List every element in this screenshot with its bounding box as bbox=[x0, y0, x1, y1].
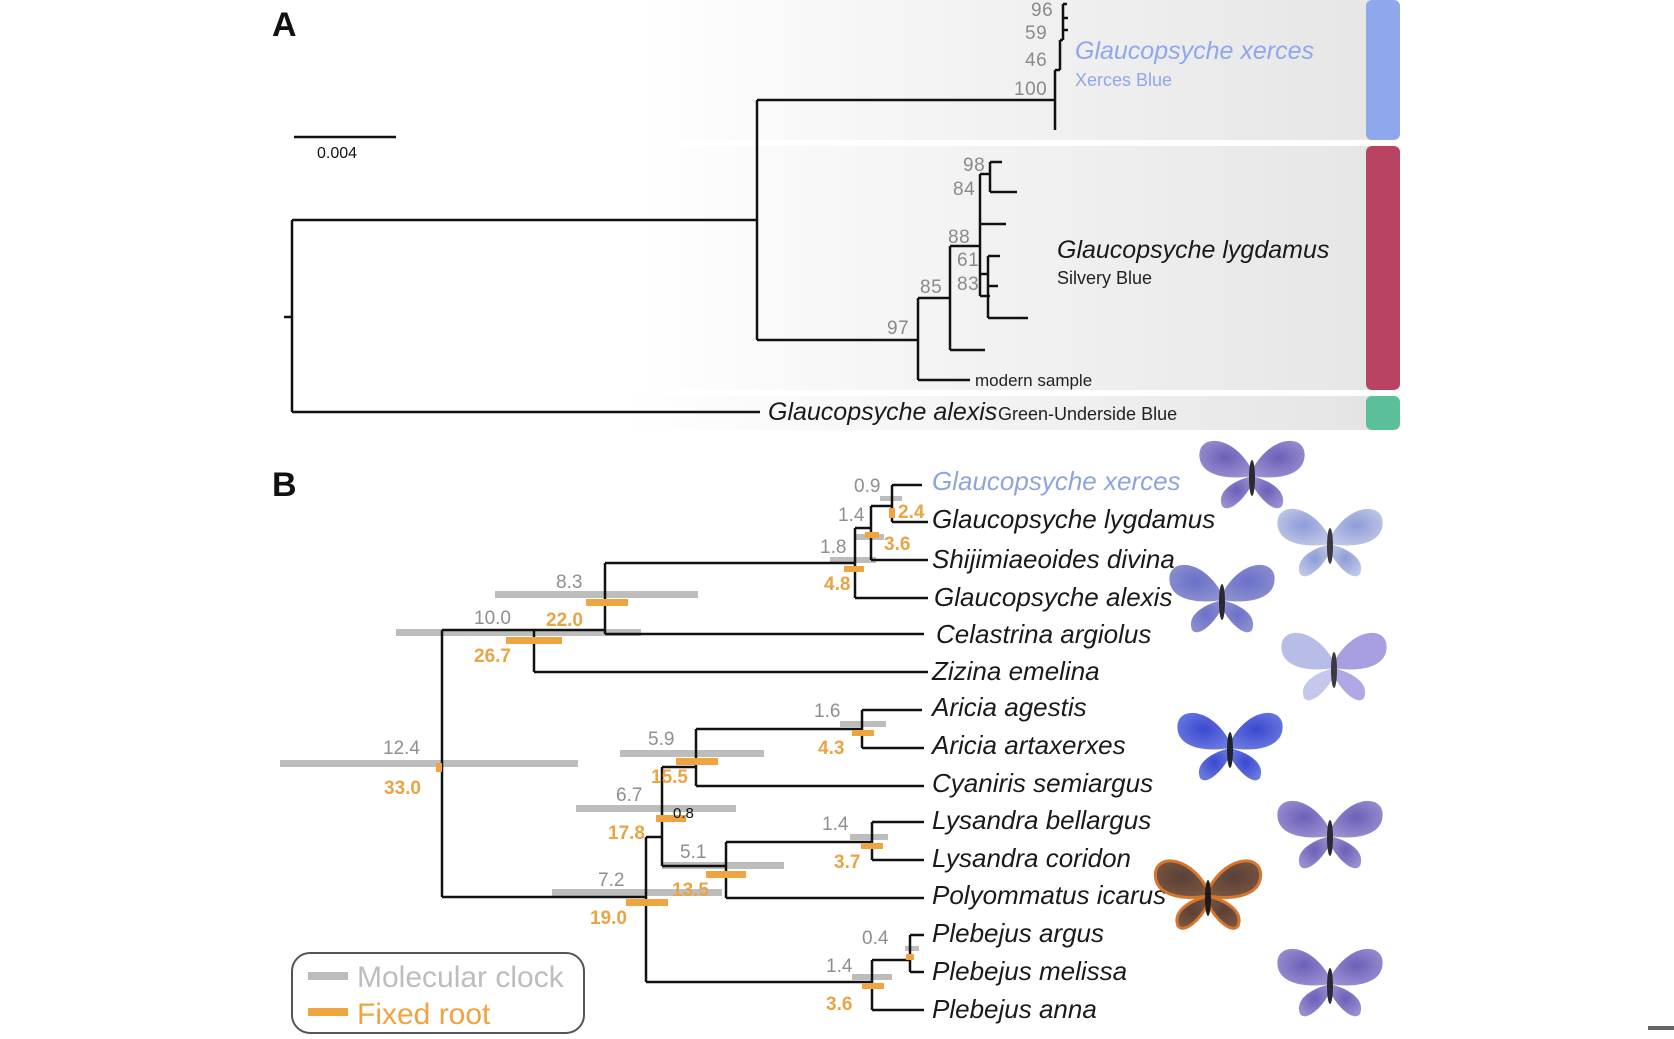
support-96: 96 bbox=[1031, 0, 1053, 21]
corner-mark bbox=[1648, 1026, 1674, 1030]
root-age-n4: 22.0 bbox=[546, 610, 583, 631]
root-age-n14: 3.6 bbox=[826, 994, 852, 1015]
root-age-n3: 4.8 bbox=[824, 574, 850, 595]
butterfly-icon-celastrina bbox=[1281, 632, 1387, 701]
butterfly-icon-plebejus bbox=[1277, 948, 1383, 1017]
xerces-common-label: Xerces Blue bbox=[1075, 70, 1172, 90]
xerces-species-label: Glaucopsyche xerces bbox=[1075, 37, 1314, 65]
taxon-label-13: Plebejus melissa bbox=[932, 956, 1127, 986]
taxon-label-8: Cyaniris semiargus bbox=[932, 768, 1153, 798]
scale-label: 0.004 bbox=[317, 145, 357, 162]
modern-sample-label: modern sample bbox=[975, 371, 1092, 390]
panel-b-letter: B bbox=[272, 466, 297, 504]
clock-age-n4: 8.3 bbox=[556, 572, 582, 593]
taxon-label-3: Glaucopsyche alexis bbox=[934, 582, 1172, 612]
clock-age-n9: 6.7 bbox=[616, 785, 642, 806]
support-59: 59 bbox=[1025, 23, 1047, 44]
tree-b-branches bbox=[440, 483, 928, 1012]
support-83: 83 bbox=[957, 274, 979, 295]
legend-clock-label: Molecular clock bbox=[357, 961, 565, 994]
butterfly-icons bbox=[1153, 440, 1387, 1017]
legend-root-label: Fixed root bbox=[357, 998, 491, 1031]
clock-age-n12: 7.2 bbox=[598, 870, 624, 891]
butterfly-icon-polyommatus bbox=[1153, 859, 1263, 930]
support-97: 97 bbox=[887, 318, 909, 339]
taxon-label-9: Lysandra bellargus bbox=[932, 805, 1151, 835]
butterfly-icon-xerces bbox=[1199, 440, 1305, 509]
clock-age-n5: 10.0 bbox=[474, 608, 511, 629]
taxon-label-7: Aricia artaxerxes bbox=[930, 730, 1126, 760]
support-88: 88 bbox=[948, 227, 970, 248]
support-100: 100 bbox=[1014, 79, 1047, 100]
taxon-label-11: Polyommatus icarus bbox=[932, 880, 1166, 910]
root-age-n5: 26.7 bbox=[474, 646, 511, 667]
alexis-species-label: Glaucopsyche alexis bbox=[768, 398, 997, 426]
legend-root-swatch bbox=[308, 1008, 348, 1016]
support-85: 85 bbox=[920, 277, 942, 298]
butterfly-icon-aricia bbox=[1177, 712, 1283, 781]
taxon-label-5: Zizina emelina bbox=[931, 656, 1100, 686]
root-age-n6: 33.0 bbox=[384, 778, 421, 799]
clock-age-n14: 1.4 bbox=[826, 956, 853, 977]
clock-age-n3: 1.8 bbox=[820, 537, 846, 558]
clock-age-n11: 5.1 bbox=[680, 842, 706, 863]
taxon-label-1: Glaucopsyche lygdamus bbox=[932, 504, 1215, 534]
taxon-label-10: Lysandra coridon bbox=[932, 843, 1131, 873]
support-note: 0.8 bbox=[673, 805, 694, 822]
taxon-label-4: Celastrina argiolus bbox=[936, 619, 1151, 649]
root-age-n11: 13.5 bbox=[672, 880, 709, 901]
root-age-n1: 2.4 bbox=[898, 502, 925, 523]
root-age-n2: 3.6 bbox=[884, 534, 910, 555]
butterfly-icon-divina bbox=[1169, 564, 1275, 633]
lygdamus-species-label: Glaucopsyche lygdamus bbox=[1057, 236, 1329, 264]
clock-age-n10: 1.4 bbox=[822, 814, 849, 835]
root-bars bbox=[436, 508, 914, 989]
clock-age-n1: 0.9 bbox=[854, 476, 880, 497]
lygdamus-band bbox=[640, 146, 1372, 390]
root-age-n12: 19.0 bbox=[590, 908, 627, 929]
butterfly-icon-lygdamus bbox=[1277, 508, 1383, 577]
lygdamus-common-label: Silvery Blue bbox=[1057, 268, 1152, 288]
support-46: 46 bbox=[1025, 50, 1047, 71]
legend-box bbox=[291, 952, 585, 1034]
root-age-n7: 4.3 bbox=[818, 738, 844, 759]
clock-age-n13: 0.4 bbox=[862, 928, 889, 949]
lygdamus-color-bar bbox=[1366, 146, 1400, 390]
panel-a-letter: A bbox=[272, 6, 297, 44]
support-98: 98 bbox=[963, 155, 985, 176]
taxon-label-12: Plebejus argus bbox=[932, 918, 1104, 948]
root-age-n10: 3.7 bbox=[834, 852, 860, 873]
alexis-common-label: Green-Underside Blue bbox=[998, 404, 1177, 424]
root-age-n9: 17.8 bbox=[608, 823, 645, 844]
tree-a-branches bbox=[284, 2, 1068, 414]
root-age-n8: 15.5 bbox=[651, 767, 688, 788]
support-61: 61 bbox=[957, 250, 979, 271]
taxon-label-14: Plebejus anna bbox=[932, 994, 1097, 1024]
support-84: 84 bbox=[953, 179, 975, 200]
clock-age-n6: 12.4 bbox=[383, 738, 420, 759]
alexis-color-bar bbox=[1366, 396, 1400, 430]
taxon-label-0: Glaucopsyche xerces bbox=[932, 466, 1181, 496]
taxon-label-2: Shijimiaeoides divina bbox=[932, 544, 1175, 574]
clock-age-n7: 1.6 bbox=[814, 701, 840, 722]
clock-age-n2: 1.4 bbox=[838, 505, 865, 526]
legend-clock-swatch bbox=[308, 972, 348, 980]
taxon-label-6: Aricia agestis bbox=[930, 692, 1087, 722]
xerces-band bbox=[640, 0, 1372, 140]
legend: Molecular clock Fixed root bbox=[291, 952, 585, 1034]
butterfly-icon-lysandra bbox=[1277, 800, 1383, 869]
clock-age-n8: 5.9 bbox=[648, 729, 674, 750]
xerces-color-bar bbox=[1366, 0, 1400, 140]
